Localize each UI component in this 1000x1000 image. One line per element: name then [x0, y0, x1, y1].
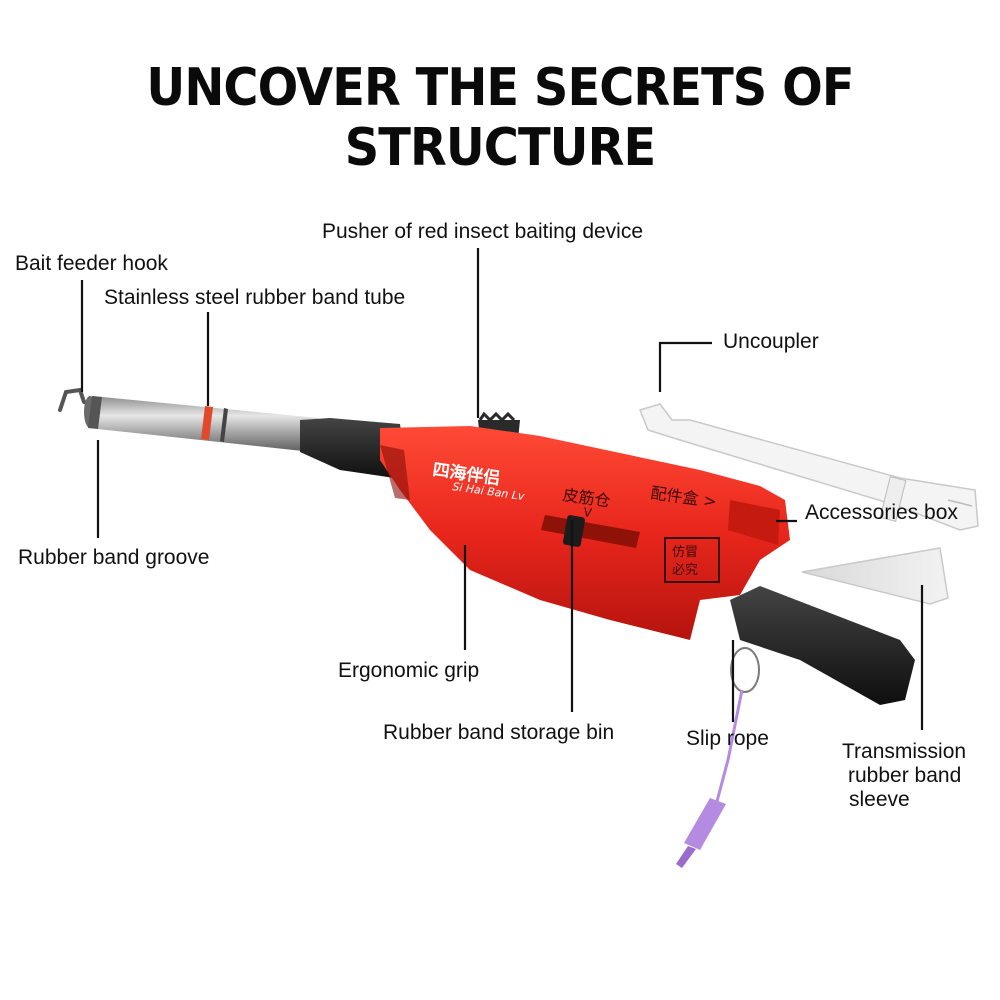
label-uncoupler: Uncoupler: [723, 330, 819, 353]
black-handle: [730, 586, 915, 705]
label-storage-bin: Rubber band storage bin: [383, 721, 615, 744]
stamp-line-2: 必究: [672, 563, 698, 578]
label-ergonomic-grip: Ergonomic grip: [338, 659, 480, 682]
bin-arrow: V: [583, 505, 594, 520]
rubber-band-sleeve: [801, 547, 949, 605]
label-sleeve-line-2: rubber band: [848, 764, 962, 787]
label-bait-feeder-hook: Bait feeder hook: [15, 252, 168, 275]
red-body: [380, 426, 790, 640]
label-sleeve-line-1: Transmission: [842, 740, 967, 763]
label-rubber-band-groove: Rubber band groove: [18, 546, 210, 569]
stainless-steel-tube: [84, 396, 318, 452]
uncoupler: [638, 403, 979, 531]
slip-rope: [676, 647, 760, 868]
label-pusher: Pusher of red insect baiting device: [322, 220, 644, 243]
label-stainless-tube: Stainless steel rubber band tube: [104, 286, 406, 309]
stamp-line-1: 仿冒: [672, 545, 698, 560]
label-accessories-box: Accessories box: [805, 501, 958, 524]
label-slip-rope: Slip rope: [686, 727, 769, 750]
page-title: UNCOVER THE SECRETS OF STRUCTURE: [146, 58, 854, 178]
label-sleeve-line-3: sleeve: [849, 788, 910, 811]
leader-lines: [80, 248, 924, 730]
